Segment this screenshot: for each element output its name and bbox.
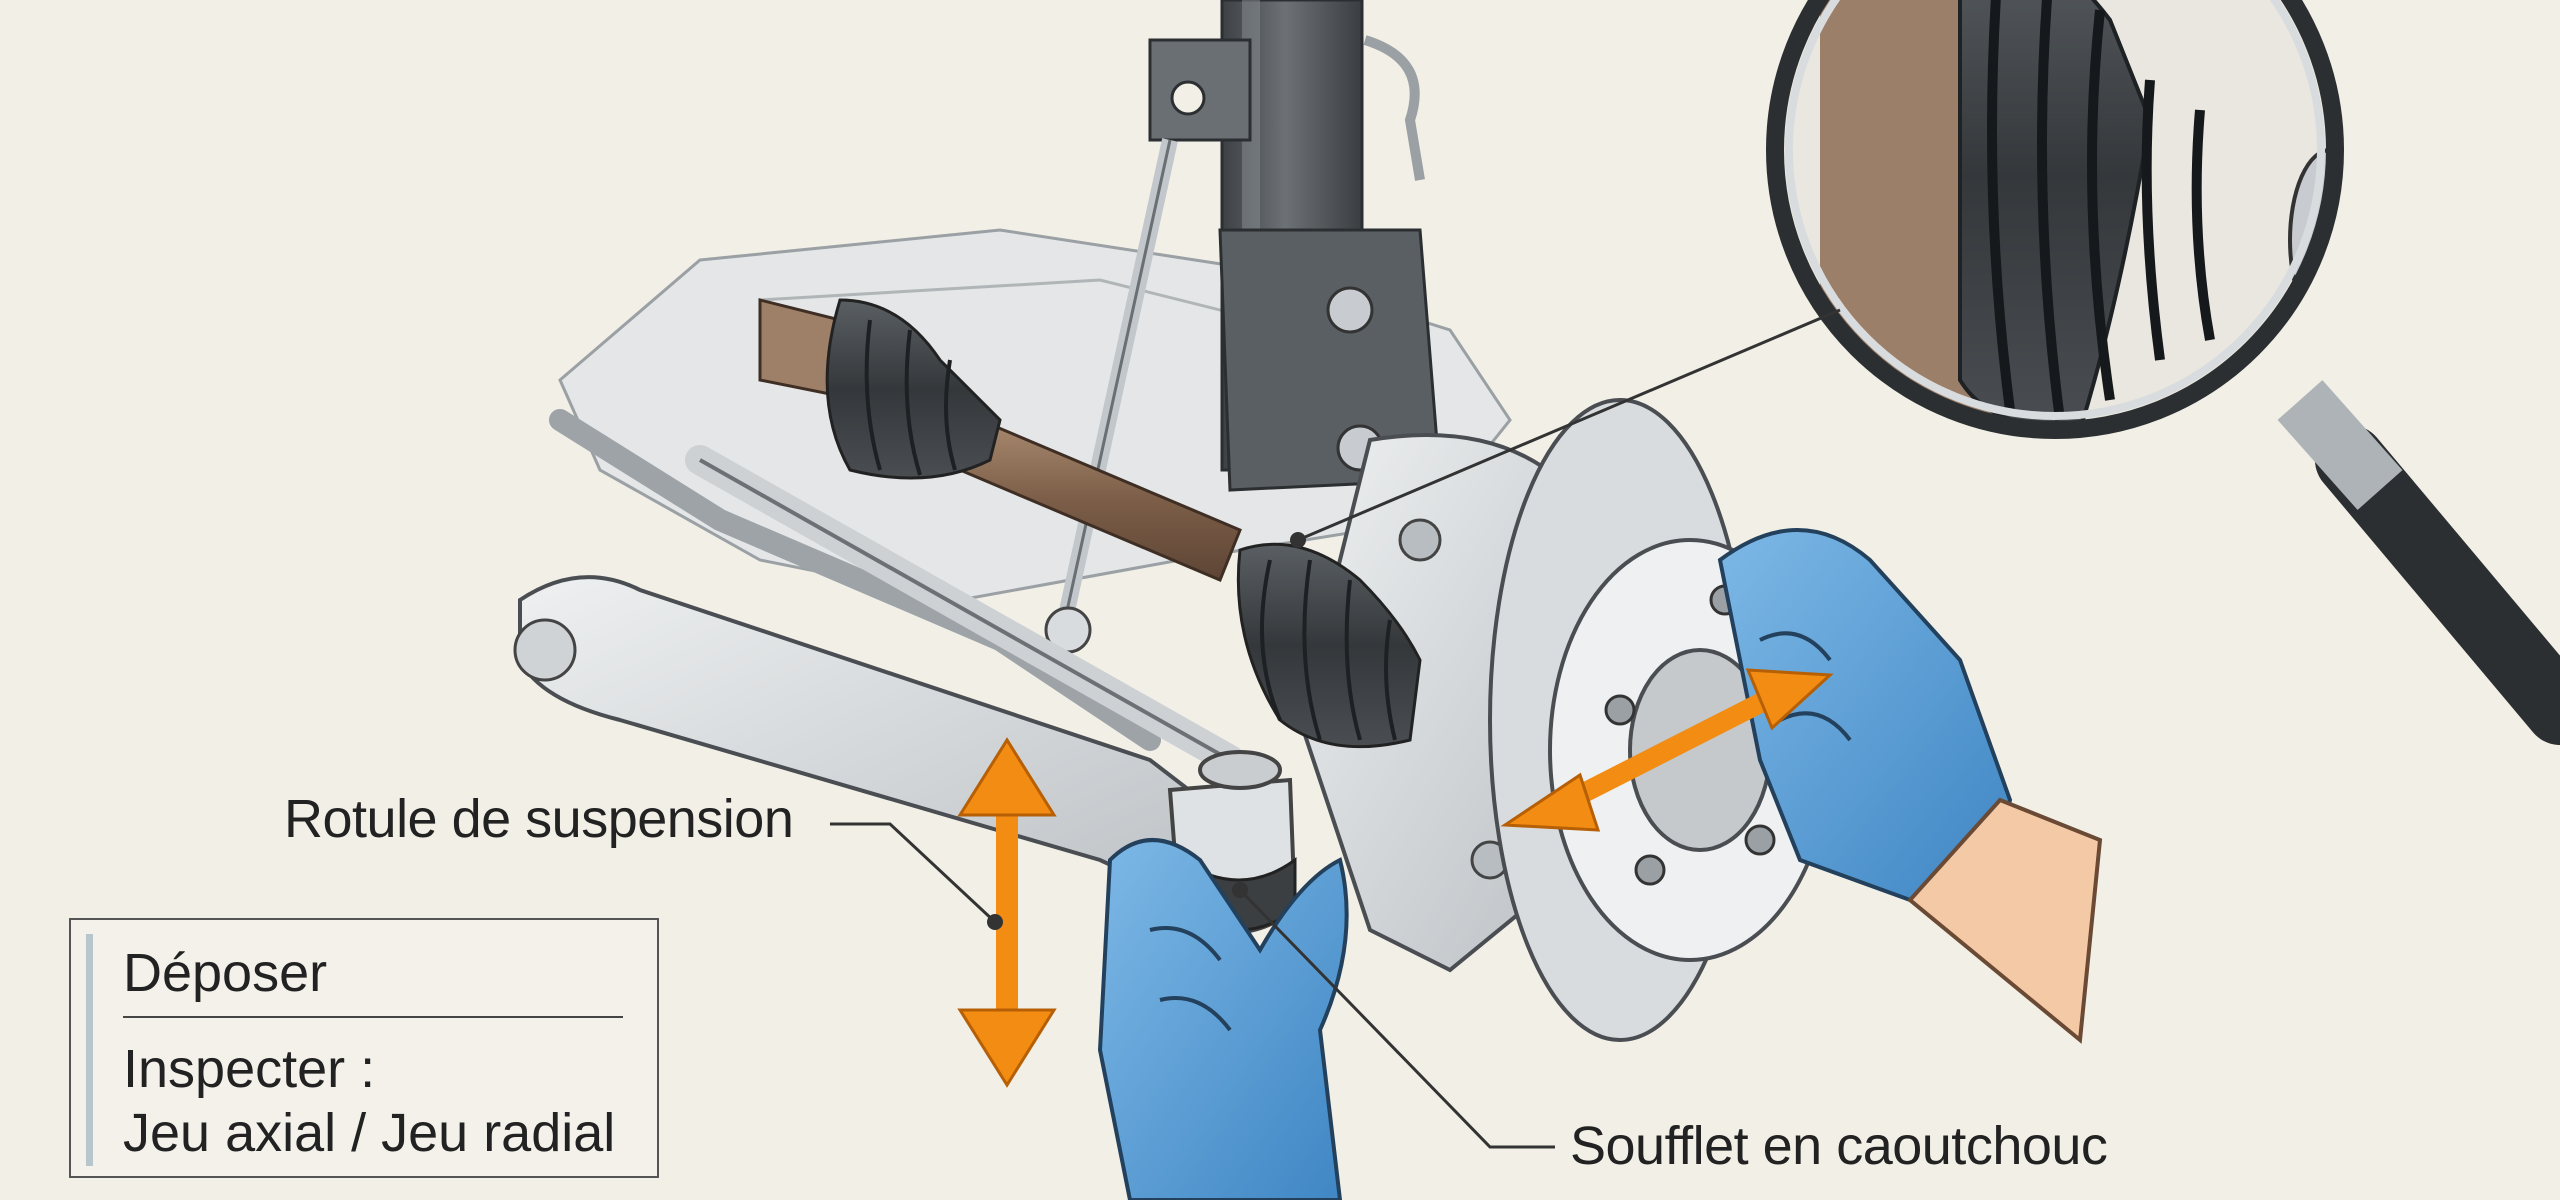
magnifier-icon bbox=[1766, 0, 2560, 745]
rubber-boot-label: Soufflet en caoutchouc bbox=[1570, 1116, 2108, 1176]
inner-cv-boot bbox=[825, 298, 1002, 480]
stabilizer-link bbox=[1044, 138, 1178, 654]
left-gloved-hand bbox=[1097, 838, 1349, 1200]
step-remove: Déposer bbox=[123, 943, 328, 1003]
procedure-divider bbox=[123, 1016, 623, 1018]
vertical-double-arrow-icon bbox=[957, 737, 1057, 1088]
outer-cv-boot bbox=[1236, 542, 1422, 749]
procedure-box: Déposer Inspecter : Jeu axial / Jeu radi… bbox=[69, 918, 659, 1178]
procedure-accent-bar bbox=[86, 934, 93, 1166]
ball-joint-label: Rotule de suspension bbox=[284, 789, 794, 849]
diagonal-double-arrow-icon bbox=[1500, 668, 1834, 832]
right-gloved-hand bbox=[1717, 528, 2103, 1044]
step-inspect-detail: Jeu axial / Jeu radial bbox=[123, 1103, 616, 1163]
step-inspect: Inspecter : bbox=[123, 1039, 376, 1099]
tie-rod bbox=[685, 445, 1245, 775]
callout-leaders bbox=[830, 308, 1841, 1149]
